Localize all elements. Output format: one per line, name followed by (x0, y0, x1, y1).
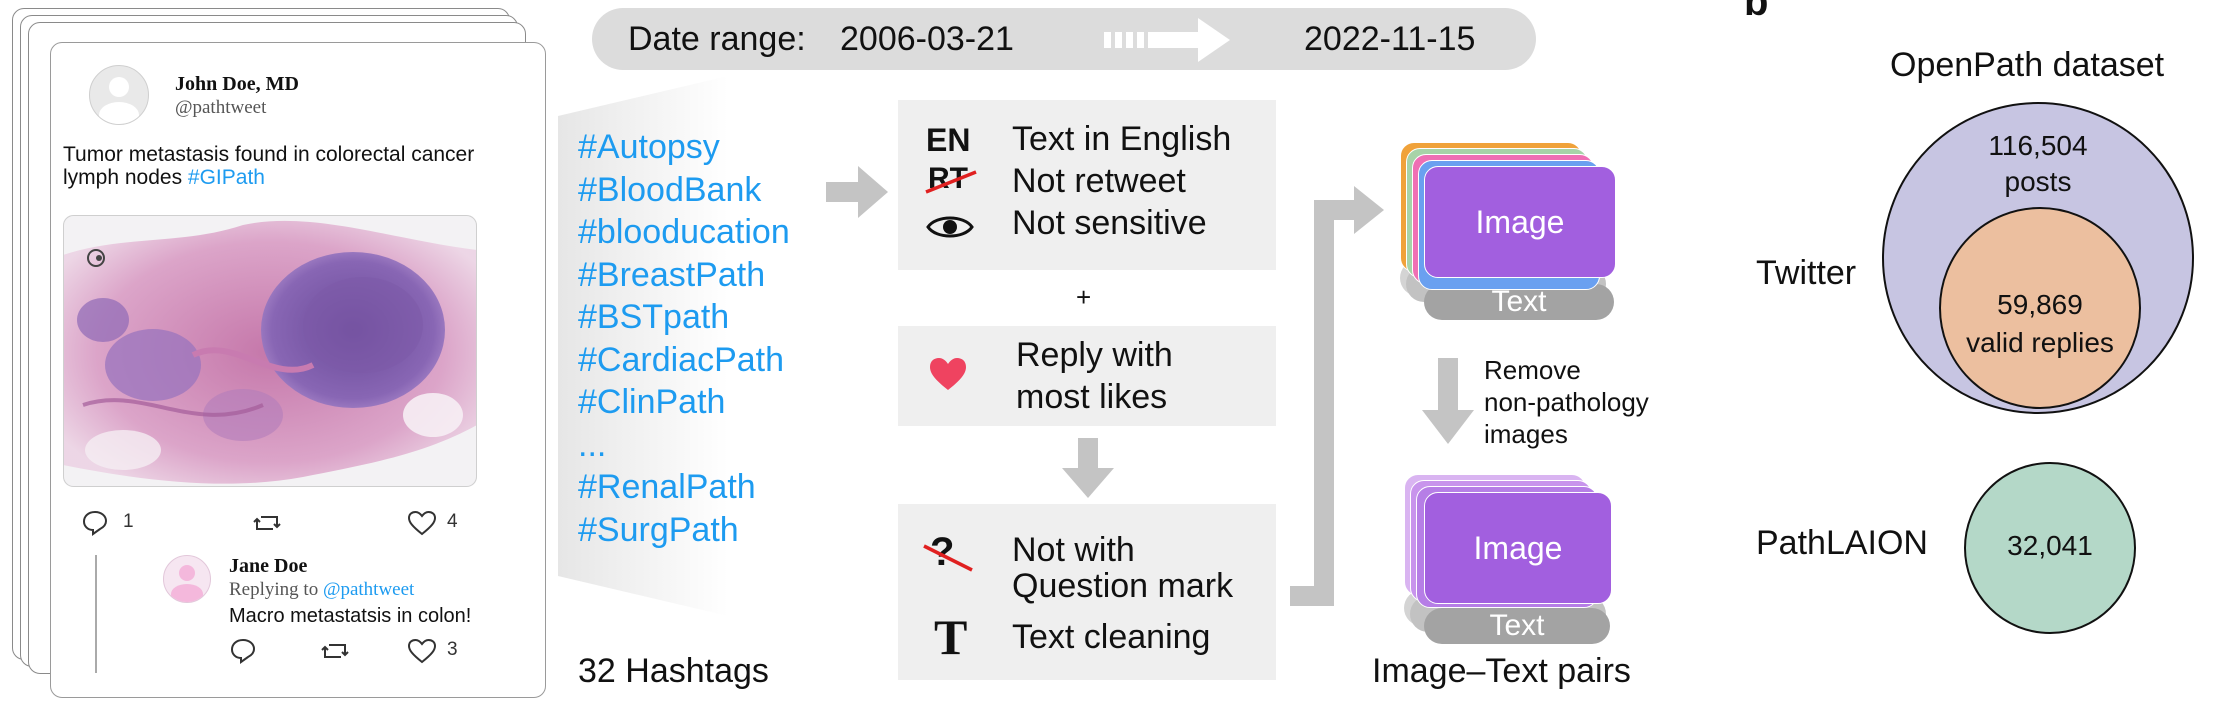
reply-text: Macro metastatsis in colon! (229, 605, 472, 627)
hashtag-item: #BSTpath (578, 298, 730, 336)
image-text-pairs-caption: Image–Text pairs (1372, 652, 1631, 690)
hashtag-item: ... (578, 425, 607, 464)
elbow-arrow-icon (1290, 186, 1384, 606)
arrow-right-icon (826, 166, 888, 218)
date-range-banner: Date range: 2006-03-21 2022-11-15 (592, 8, 1536, 70)
filter-text-cleaning: Text cleaning (1012, 618, 1211, 656)
arrow-down-icon (1062, 438, 1114, 498)
hashtag-item: #BreastPath (578, 255, 766, 294)
reply-like-icon[interactable] (407, 637, 437, 665)
image-card: Image (1424, 166, 1616, 278)
text-bar: Text (1424, 284, 1614, 320)
retweet-icon[interactable] (251, 509, 283, 537)
hashtag-item: #Autopsy (578, 128, 720, 166)
like-icon[interactable] (407, 509, 437, 537)
pathology-slide-image (63, 215, 477, 487)
openpath-dataset-title: OpenPath dataset (1890, 46, 2165, 84)
reply-replying-to: Replying to @pathtweet (229, 579, 414, 601)
image-card-label: Image (1475, 203, 1565, 240)
remove-non-pathology-label: Remove non-pathology images (1484, 354, 1649, 450)
filter-box-reply: Reply with most likes (898, 326, 1276, 426)
text-bar-label: Text (1491, 285, 1547, 318)
text-bar-label: Text (1489, 609, 1545, 642)
reply-author-name: Jane Doe (229, 555, 308, 577)
tweet-card: John Doe, MD @pathtweet Tumor metastasis… (50, 42, 546, 698)
filter-not-sensitive: Not sensitive (1012, 204, 1207, 242)
reply-icon[interactable] (81, 509, 109, 537)
hashtag-list: #Autopsy #BloodBank #blooducation #Breas… (578, 126, 790, 551)
filter-reply-line1: Reply with (1016, 336, 1173, 374)
author-avatar (89, 65, 149, 125)
remove-line2: non-pathology (1484, 387, 1649, 417)
author-handle: @pathtweet (175, 97, 267, 118)
replying-to-prefix: Replying to (229, 579, 323, 600)
replies-text: valid replies (1966, 327, 2114, 358)
twitter-venn-diagram (1882, 102, 2194, 414)
tweet-hashtag-link[interactable]: #GIPath (187, 166, 265, 189)
replying-to-handle-link[interactable]: @pathtweet (322, 579, 415, 600)
posts-label: 116,504 posts (1880, 128, 2196, 200)
valid-replies-circle (1939, 207, 2141, 409)
date-range-end: 2022-11-15 (1304, 20, 1476, 58)
pathlaion-circle-diagram (1964, 462, 2136, 634)
hashtag-item: #BloodBank (578, 170, 762, 209)
arrow-down-remove-icon (1422, 358, 1474, 444)
reply-reply-icon[interactable] (229, 637, 257, 665)
filter-question-line1: Not with (1012, 531, 1135, 569)
hashtag-item: #RenalPath (578, 468, 756, 506)
hashtag-item: #CardiacPath (578, 340, 785, 379)
pathlaion-circle (1964, 462, 2136, 634)
filter-question-line2: Question mark (1012, 567, 1234, 605)
retweet-crossed-icon: RT (925, 162, 977, 196)
posts-count: 116,504 (1988, 130, 2088, 161)
date-range-arrow-icon (1104, 18, 1230, 62)
panel-letter-b: b (1744, 0, 1769, 24)
reply-retweet-icon[interactable] (319, 637, 351, 665)
remove-line3: images (1484, 419, 1568, 449)
image-card-label: Image (1473, 529, 1563, 566)
remove-line1: Remove (1484, 355, 1581, 385)
hashtag-count-caption: 32 Hashtags (578, 652, 769, 690)
heart-icon (930, 358, 966, 390)
image-card: Image (1424, 492, 1612, 604)
date-range-start: 2006-03-21 (840, 20, 1014, 58)
tweet-text: Tumor metastasis found in colorectal can… (63, 143, 474, 189)
filter-reply-most-likes: Reply with most likes (1016, 334, 1173, 418)
date-range-label: Date range: (628, 20, 806, 58)
filter-reply-line2: most likes (1016, 378, 1168, 416)
hashtag-funnel-shape (558, 76, 728, 616)
filter-no-question-mark: Not with Question mark (1012, 532, 1233, 604)
question-crossed-icon: ? (923, 530, 973, 575)
twitter-label: Twitter (1756, 254, 1857, 292)
reply-count: 1 (123, 511, 134, 532)
posts-text: posts (2004, 166, 2072, 197)
author-name: John Doe, MD (175, 73, 299, 95)
thread-connector (95, 555, 97, 673)
filter-box-basic: EN Text in English RT Not retweet Not se… (898, 100, 1276, 270)
plus-sign: + (1076, 282, 1092, 312)
hashtag-item: #blooducation (578, 213, 790, 251)
tweet-text-line1: Tumor metastasis found in colorectal can… (63, 143, 475, 166)
replies-count: 59,869 (1997, 289, 2083, 320)
text-cleaning-icon: T (934, 609, 968, 665)
text-bar: Text (1424, 608, 1610, 644)
filter-english: Text in English (1012, 120, 1232, 158)
like-count: 4 (447, 511, 458, 532)
hashtag-item: #ClinPath (578, 383, 726, 421)
filter-box-cleaning: ? Not with Question mark T Text cleaning (898, 504, 1276, 680)
hashtag-item: #SurgPath (578, 510, 739, 549)
replies-label: 59,869 valid replies (1880, 286, 2200, 362)
tweet-text-line2: lymph nodes (63, 166, 188, 189)
filter-not-retweet: Not retweet (1012, 162, 1186, 200)
reply-author-avatar (163, 555, 211, 603)
eye-icon (926, 216, 974, 238)
english-icon: EN (926, 122, 971, 158)
pathlaion-count: 32,041 (2007, 530, 2093, 561)
reply-like-count: 3 (447, 639, 458, 660)
pathlaion-label: PathLAION (1756, 524, 1928, 562)
